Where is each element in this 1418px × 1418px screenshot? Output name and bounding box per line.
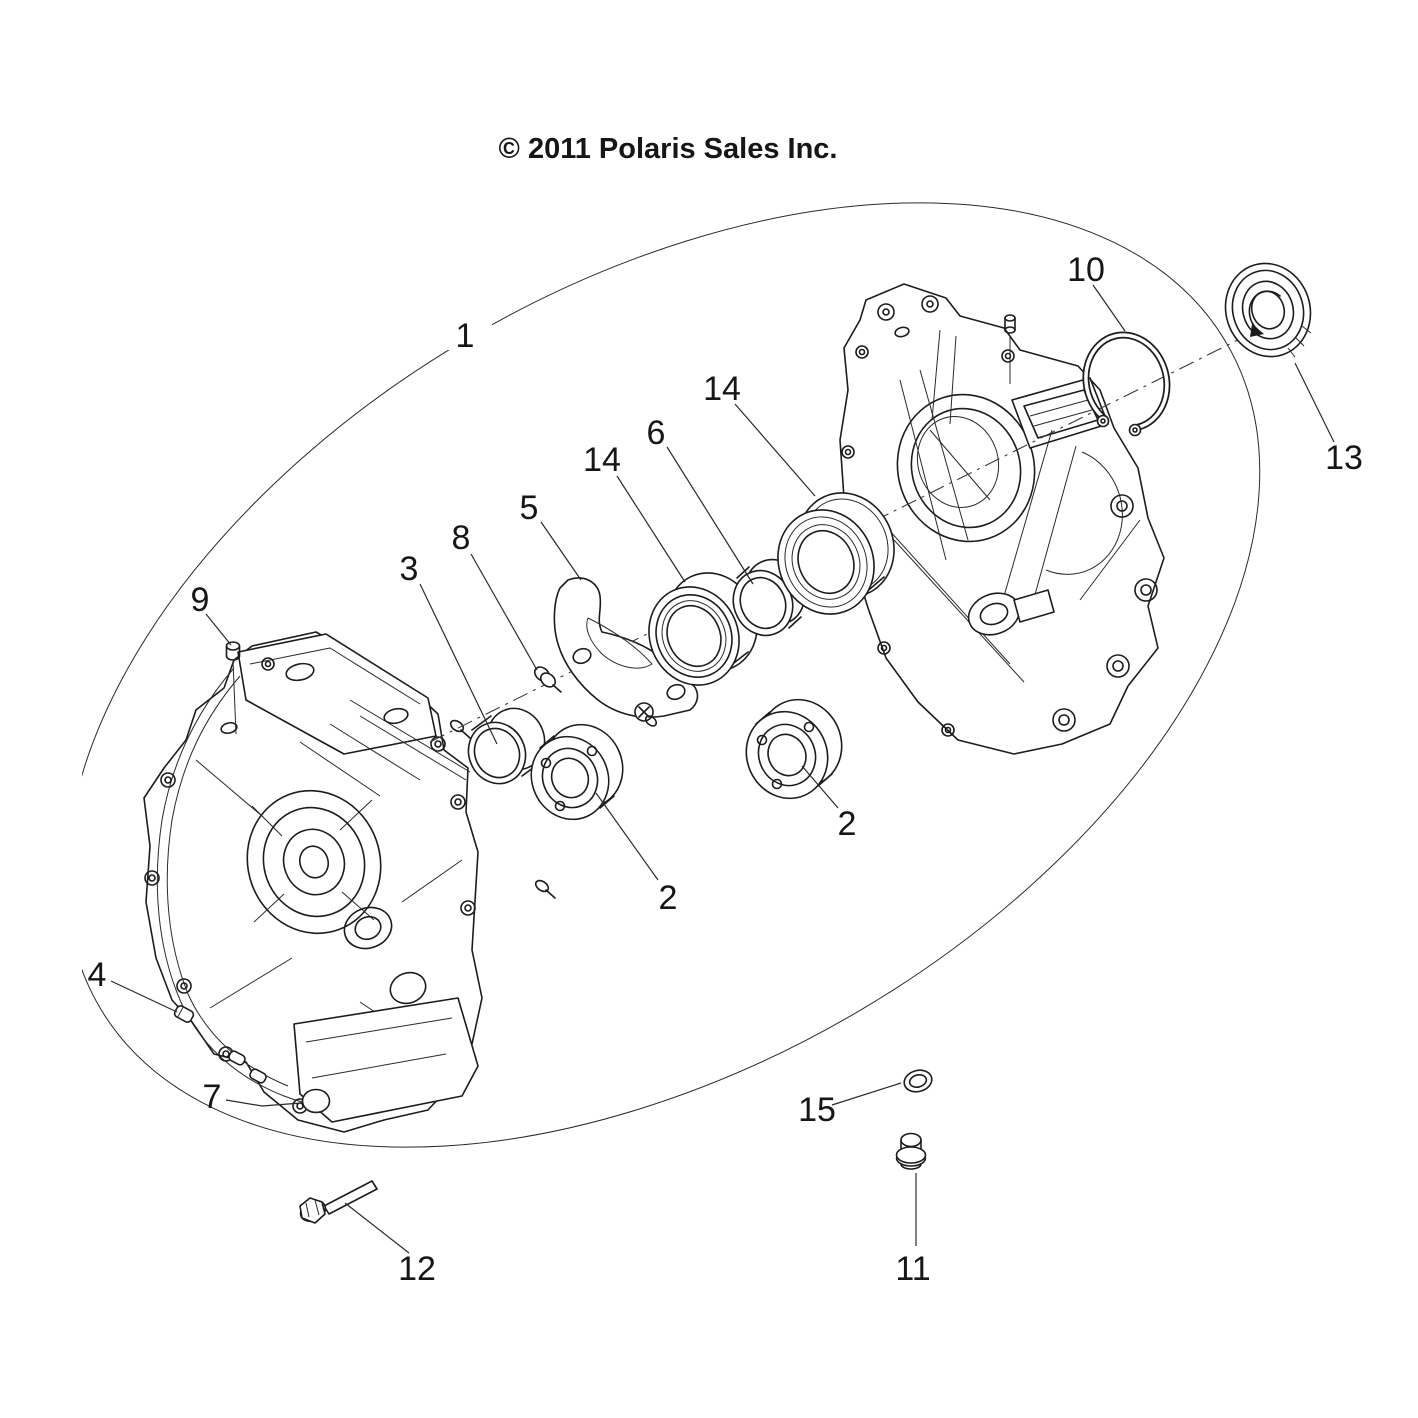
- ribs-right-case: [879, 329, 1141, 683]
- callout-label-1: 1: [456, 317, 475, 355]
- callout-label-6: 6: [647, 414, 666, 452]
- callout-label-5: 5: [520, 489, 539, 527]
- callout-label-3: 3: [400, 550, 419, 588]
- leader-lines: [110, 284, 1335, 1254]
- part-oil-seal-13: [1224, 262, 1312, 358]
- part-drain-plug-11: [895, 1132, 927, 1246]
- callout-label-9: 9: [191, 581, 210, 619]
- callout-label-7: 7: [203, 1078, 222, 1116]
- part-ball-bearing-2-front: [530, 723, 624, 821]
- callout-label-13: 13: [1325, 439, 1363, 477]
- callout-label-14-inner: 14: [583, 441, 621, 479]
- leader-15: [831, 1082, 902, 1106]
- leader-3: [419, 583, 498, 745]
- part-cap-plug-7: [301, 1088, 331, 1114]
- callout-label-15: 15: [798, 1091, 836, 1129]
- case-pin-top-right: [1004, 314, 1016, 384]
- callout-label-12: 12: [398, 1250, 436, 1288]
- leader-9: [205, 613, 232, 646]
- part-dowel-pin-4: [173, 1005, 267, 1084]
- leader-10: [1092, 284, 1126, 332]
- leader-2-rear: [801, 765, 839, 809]
- leader-2-front: [595, 792, 659, 881]
- leader-7: [225, 1099, 302, 1107]
- leader-14-inner: [616, 475, 686, 583]
- crankcase-half-right: [839, 283, 1165, 755]
- part-washer-15: [903, 1069, 933, 1093]
- callout-label-14-outer: 14: [703, 370, 741, 408]
- leader-8: [470, 553, 538, 671]
- lugs-right-case: [1052, 494, 1158, 732]
- case-studs: [449, 719, 556, 899]
- callout-label-8: 8: [452, 519, 471, 557]
- part-bushing-3: [467, 707, 546, 785]
- leader-5: [540, 521, 582, 581]
- part-bearing-14-outer: [777, 492, 895, 615]
- callout-label-4: 4: [88, 956, 107, 994]
- part-flange-bolt-12: [299, 1180, 378, 1224]
- part-screw-8-lower: [634, 702, 658, 727]
- leader-4: [110, 980, 178, 1013]
- callout-label-10: 10: [1067, 251, 1105, 289]
- callout-label-11: 11: [895, 1250, 930, 1288]
- part-snap-ring-10: [1082, 331, 1171, 437]
- part-screw-8-upper: [533, 666, 562, 693]
- bolt-bosses-right-case: [841, 345, 1015, 737]
- part-retainer-plate-5: [553, 577, 699, 719]
- crankcase-half-left: [143, 631, 556, 1133]
- leader-6: [666, 446, 754, 585]
- ribs-left-case: [195, 699, 471, 1053]
- callout-labels: 1 2 2 3 4 5 6 7 8 9 10 11 12 13 14 14 15: [88, 251, 1363, 1288]
- part-dowel-pin-9: [225, 641, 241, 735]
- leader-14-outer: [734, 403, 816, 497]
- callout-label-2-front: 2: [659, 879, 678, 917]
- part-ball-bearing-2-rear: [745, 698, 843, 800]
- leader-12: [344, 1202, 410, 1254]
- copyright-text: © 2011 Polaris Sales Inc.: [499, 133, 838, 165]
- leader-13: [1294, 362, 1335, 443]
- callout-label-2-rear: 2: [838, 805, 857, 843]
- assembly-ellipse: [30, 202, 1261, 1148]
